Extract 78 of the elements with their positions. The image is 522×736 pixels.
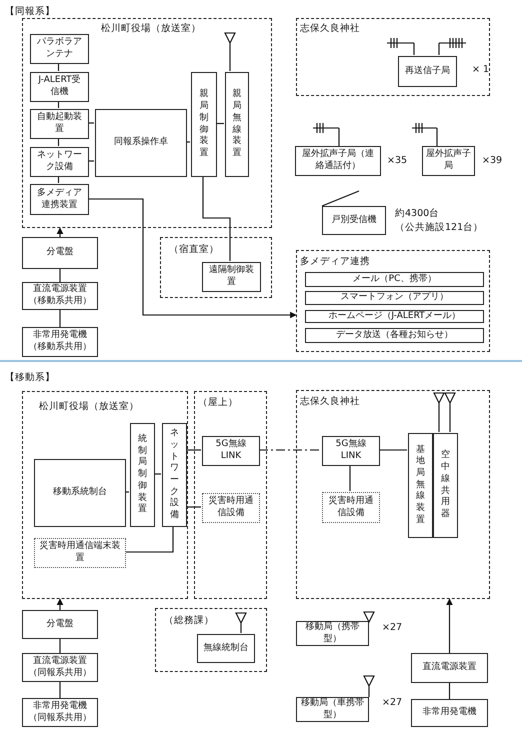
equipment-box: 屋外拡声子局: [422, 146, 475, 176]
equipment-box: 多メディア連携装置: [30, 184, 89, 215]
quantity-label: ×39: [482, 155, 502, 166]
quantity-label: × 1: [472, 64, 490, 75]
connector-line: [59, 310, 61, 327]
connector-line: [202, 176, 231, 261]
connector-line: [125, 526, 174, 553]
equipment-box: 非常用発電機（移動系共用）: [22, 327, 98, 357]
dashed-frame: [296, 250, 490, 352]
quantity-label: 約4300台（公共施設121台）: [395, 207, 484, 236]
equipment-box: 基地局無線装置: [408, 433, 433, 538]
frame-heading: 多メディア連携: [300, 255, 370, 268]
connector-line: [56, 598, 64, 610]
equipment-box: 非常用発電機: [411, 699, 488, 727]
dotted-equipment-box: 災害時用通信端末装置: [34, 538, 126, 568]
equipment-box: 5G無線LINK: [202, 436, 260, 466]
equipment-box: 非常用発電機（同報系共用）: [22, 698, 98, 727]
frame-heading: 志保久良神社: [300, 22, 360, 35]
channel-box: スマートフォン（アプリ）: [305, 291, 484, 305]
equipment-box: 直流電源装置（同報系共用）: [22, 653, 98, 682]
equipment-box: 再送信子局: [398, 56, 457, 87]
equipment-box: 直流電源装置: [411, 653, 488, 683]
dashed-frame: [160, 237, 272, 298]
frame-heading: （屋上）: [198, 396, 238, 409]
dashed-frame: [22, 18, 272, 228]
equipment-box: 分電盤: [22, 610, 98, 639]
equipment-box: 遠隔制御装置: [202, 262, 261, 292]
dashed-frame: [22, 391, 188, 599]
connector-line: [59, 269, 61, 282]
section-heading: 【移動系】: [5, 371, 55, 384]
connector-line: [446, 598, 453, 653]
equipment-box: 直流電源装置（移動系共用）: [22, 282, 98, 310]
equipment-box: 移動局（携帯型）: [296, 621, 369, 646]
connector-line: [186, 506, 201, 508]
quantity-label: ×27: [382, 622, 402, 633]
frame-heading: （総務課）: [164, 614, 214, 627]
connector-line: [379, 449, 407, 451]
equipment-box: 無線統制台: [197, 634, 255, 663]
dashed-frame: [296, 18, 490, 96]
equipment-box: パラボラアンテナ: [30, 34, 89, 64]
equipment-box: 親局無線装置: [225, 72, 249, 177]
connector-line: [448, 683, 450, 699]
dashed-frame: [296, 390, 490, 599]
dashed-frame: [155, 608, 267, 672]
connector-line: [259, 449, 321, 451]
equipment-box: 同報系操作卓: [95, 109, 187, 177]
dashed-frame: [194, 391, 267, 599]
frame-heading: 志保久良神社: [300, 395, 360, 408]
equipment-box: 自動起動装置: [30, 109, 89, 139]
equipment-box: 5G無線LINK: [322, 436, 380, 466]
frame-heading: 松川町役場（放送室）: [39, 400, 139, 413]
section-heading: 【同報系】: [5, 5, 55, 18]
dotted-equipment-box: 災害時用通信設備: [202, 493, 260, 523]
equipment-box: 統制局制御装置: [130, 423, 155, 527]
connector-line: [186, 449, 201, 451]
equipment-box: J-ALERT受信機: [30, 72, 89, 102]
equipment-box: 空中線共用器: [433, 433, 458, 538]
equipment-box: 戸別受信機: [322, 206, 386, 235]
quantity-label: ×27: [382, 697, 402, 708]
equipment-box: ネットワーク設備: [162, 423, 187, 527]
quantity-label: ×35: [387, 155, 408, 166]
channel-box: ホームページ（J-ALERTメール）: [305, 310, 484, 323]
equipment-box: 移動系統制台: [34, 459, 126, 527]
connector-line: [349, 465, 351, 491]
equipment-box: 分電盤: [22, 237, 98, 269]
connector-line: [88, 198, 297, 318]
connector-line: [59, 682, 61, 698]
frame-heading: （宿直室）: [169, 243, 219, 256]
equipment-box: 親局制御装置: [191, 72, 217, 177]
connector-line: [59, 639, 61, 653]
equipment-box: 移動局（車携帯型）: [296, 697, 369, 722]
frame-heading: 松川町役場（放送室）: [101, 22, 201, 35]
connector-line: [56, 227, 64, 237]
channel-box: データ放送（各種お知らせ）: [305, 328, 484, 343]
equipment-box: ネットワーク設備: [30, 147, 89, 177]
equipment-box: 屋外拡声子局（連絡通話付）: [295, 146, 381, 176]
channel-box: メール（PC、携帯）: [305, 272, 484, 287]
dotted-equipment-box: 災害時用通信設備: [322, 492, 380, 523]
